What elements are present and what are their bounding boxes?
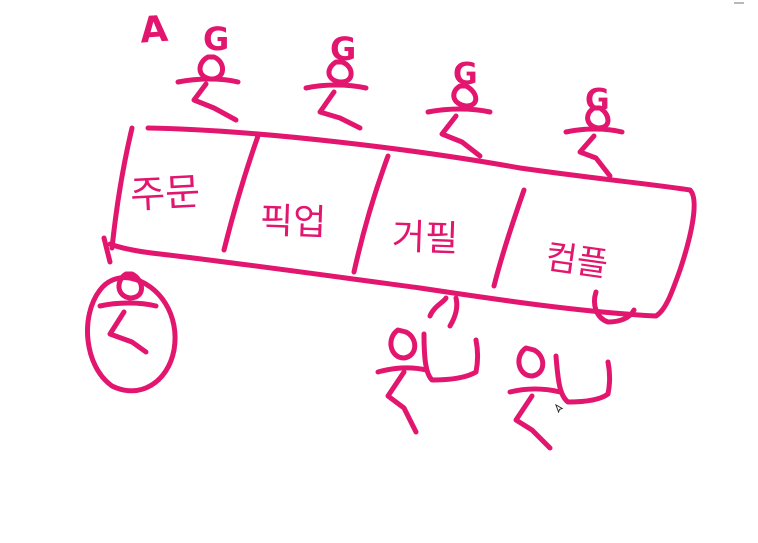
window-minimize-mark — [734, 2, 744, 4]
mouse-cursor-icon — [555, 404, 564, 413]
stick-figure-icon — [97, 235, 159, 355]
stick-figure-icon — [303, 59, 369, 131]
cell-label-step4: 컴플 — [543, 237, 611, 285]
stick-figure-icon — [175, 54, 241, 123]
cup-icon — [421, 295, 480, 383]
label-g-1: G — [203, 20, 229, 58]
process-box — [107, 125, 697, 319]
stick-figure-icon — [507, 345, 563, 451]
label-a: A — [139, 9, 170, 52]
circle-highlight-icon — [85, 275, 178, 394]
stick-figure-icon — [425, 83, 493, 159]
cell-label-order: 주문 — [129, 169, 201, 217]
cell-label-step3: 거필 — [391, 217, 459, 260]
cell-label-pickup: 픽업 — [259, 201, 327, 244]
cup-icon — [553, 289, 637, 405]
stick-figure-icon — [375, 327, 429, 435]
stick-figure-icon — [563, 105, 625, 179]
